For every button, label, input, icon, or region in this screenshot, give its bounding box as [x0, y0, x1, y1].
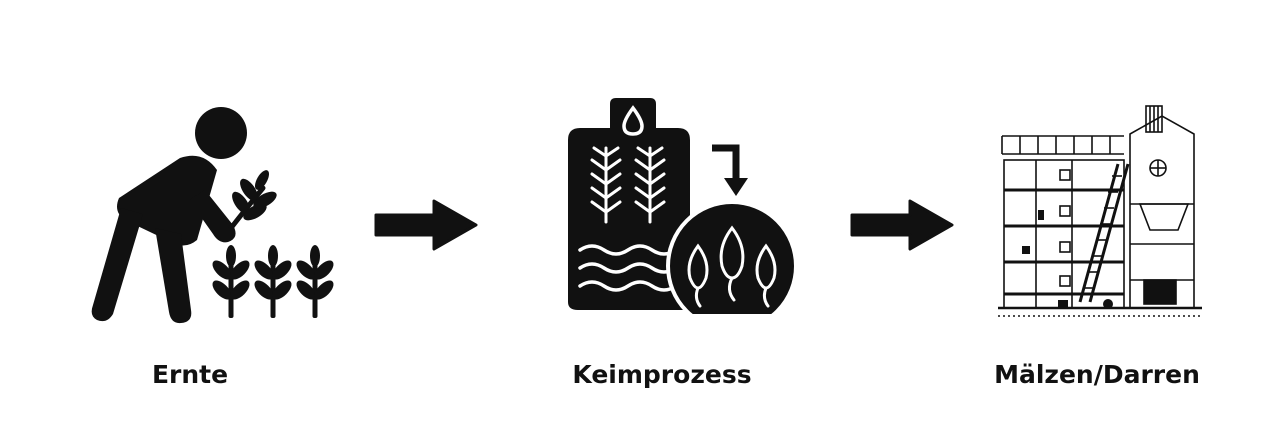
step-label-malting: Mälzen/Darren — [994, 360, 1200, 389]
step-label-germination: Keimprozess — [572, 360, 752, 389]
arrow-right-icon — [374, 199, 478, 251]
germination-icon — [568, 98, 798, 314]
malting-house-icon — [998, 105, 1202, 317]
arrow-right-icon — [850, 199, 954, 251]
harvest-person-icon — [91, 107, 334, 324]
step-label-harvest: Ernte — [151, 360, 229, 389]
